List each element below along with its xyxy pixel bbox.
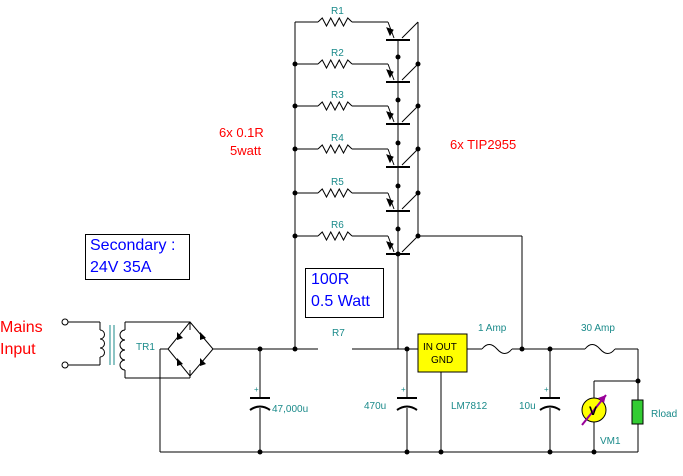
junction-dot bbox=[292, 233, 298, 239]
transistor-q4 bbox=[386, 148, 419, 168]
mains-label-line1: Mains bbox=[0, 319, 43, 336]
regulator-pin-label: IN OUT bbox=[423, 342, 457, 353]
resistor-r4 bbox=[317, 143, 353, 155]
transistor-q1 bbox=[386, 21, 419, 41]
transistor-symbols bbox=[386, 21, 419, 264]
resistor-array-label-line2: 5watt bbox=[230, 143, 261, 158]
r7-note-line1: 100R bbox=[311, 271, 350, 288]
junction-dot bbox=[395, 97, 401, 103]
transformer-symbol bbox=[99, 325, 126, 371]
junction-dot bbox=[404, 346, 410, 352]
cap3-label: 10u bbox=[519, 401, 536, 412]
r7-note-line2: 0.5 Watt bbox=[311, 293, 370, 310]
voltmeter-label: VM1 bbox=[600, 436, 621, 447]
secondary-note: Secondary : 24V 35A bbox=[85, 234, 190, 280]
mains-terminal-top bbox=[61, 318, 69, 326]
junction-dot bbox=[292, 146, 298, 152]
regulator-gnd-label: GND bbox=[431, 355, 453, 366]
junction-dot bbox=[547, 346, 553, 352]
fuse1-label: 1 Amp bbox=[478, 323, 507, 334]
junction-dot bbox=[395, 54, 401, 60]
secondary-note-line1: Secondary : bbox=[90, 237, 176, 254]
junction-dot bbox=[292, 346, 298, 352]
mains-terminal-bottom bbox=[61, 361, 69, 369]
r7-label: R7 bbox=[332, 328, 345, 339]
junction-dot bbox=[415, 146, 421, 152]
cap1-label: 47,000u bbox=[272, 404, 308, 415]
cap2-label: 470u bbox=[364, 401, 386, 412]
resistor-r1 bbox=[317, 16, 353, 28]
resistor-r3 bbox=[317, 100, 353, 112]
junction-dot bbox=[415, 103, 421, 109]
secondary-note-line2: 24V 35A bbox=[90, 259, 152, 276]
resistor-label: R4 bbox=[331, 133, 344, 144]
junction-dot bbox=[415, 190, 421, 196]
load-resistor-symbol bbox=[631, 399, 644, 425]
resistor-label: R6 bbox=[331, 220, 344, 231]
capacitor-symbols bbox=[249, 397, 561, 411]
junction-dot bbox=[438, 449, 444, 455]
junction-dot bbox=[395, 183, 401, 189]
transistor-q6 bbox=[386, 235, 419, 255]
resistor-label: R1 bbox=[331, 6, 344, 17]
capacitor-polarity: + + + bbox=[254, 385, 549, 394]
junction-dot bbox=[404, 449, 410, 455]
resistor-r2 bbox=[317, 58, 353, 70]
regulator-lm7812-body bbox=[417, 333, 468, 373]
junction-dot bbox=[395, 140, 401, 146]
fuse-1a-symbol bbox=[481, 344, 513, 354]
voltmeter-symbol bbox=[581, 394, 607, 426]
svg-text:+: + bbox=[401, 385, 406, 394]
resistor-array-label-line1: 6x 0.1R bbox=[219, 125, 264, 140]
junction-dot bbox=[519, 346, 525, 352]
junction-dot bbox=[415, 233, 421, 239]
voltmeter-symbol-label: V bbox=[589, 404, 597, 418]
transistor-q5 bbox=[386, 192, 419, 212]
fuse2-label: 30 Amp bbox=[581, 323, 615, 334]
resistor-r6 bbox=[317, 230, 353, 242]
bridge-rectifier-symbol bbox=[167, 321, 214, 377]
resistor-r5 bbox=[317, 187, 353, 199]
junction-dot bbox=[292, 61, 298, 67]
resistor-label: R5 bbox=[331, 177, 344, 188]
junction-dot bbox=[395, 251, 401, 257]
transistor-q2 bbox=[386, 63, 419, 83]
regulator-name-label: LM7812 bbox=[451, 401, 488, 412]
load-label: Rload bbox=[651, 409, 677, 420]
junction-dot bbox=[292, 103, 298, 109]
transformer-label: TR1 bbox=[136, 342, 155, 353]
wires bbox=[68, 21, 639, 453]
junction-dot bbox=[635, 378, 641, 384]
junction-dot bbox=[395, 226, 401, 232]
junction-dot bbox=[591, 449, 597, 455]
resistor-label: R2 bbox=[331, 48, 344, 59]
junction-dot bbox=[415, 61, 421, 67]
transistor-q3 bbox=[386, 105, 419, 125]
svg-text:+: + bbox=[254, 385, 259, 394]
junction-dot bbox=[257, 346, 263, 352]
junction-dot bbox=[292, 190, 298, 196]
mains-label-line2: Input bbox=[0, 341, 36, 358]
resistor-label: R3 bbox=[331, 90, 344, 101]
junction-dots bbox=[257, 54, 641, 455]
fuse-30a-symbol bbox=[584, 344, 616, 354]
junction-dot bbox=[257, 449, 263, 455]
transistor-array-label: 6x TIP2955 bbox=[450, 137, 516, 152]
junction-dot bbox=[547, 449, 553, 455]
svg-text:+: + bbox=[544, 385, 549, 394]
r7-note: 100R 0.5 Watt bbox=[305, 268, 384, 318]
